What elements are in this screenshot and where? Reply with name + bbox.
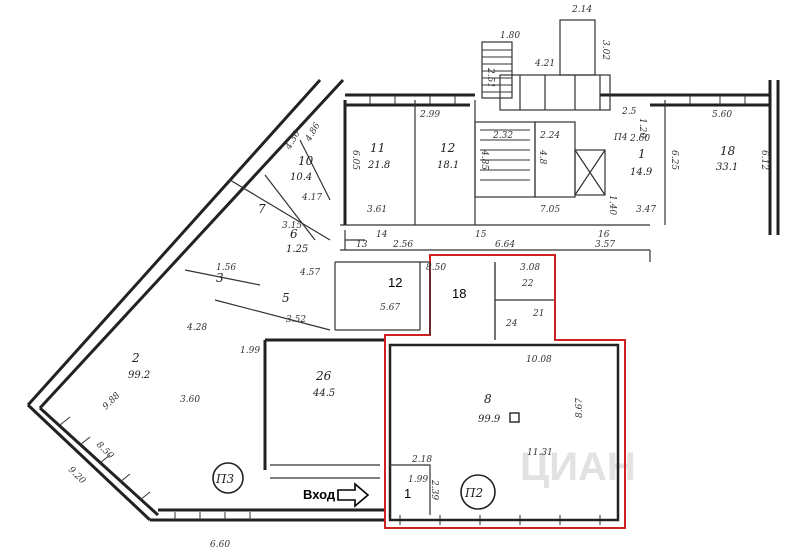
dim-label: 9.20 [66,465,87,486]
dim-label: 11.31 [527,448,553,458]
dim-label: 1.99 [408,475,428,485]
room-1-top-number: 1 [638,147,646,161]
dim-label: 1.80 [500,31,520,41]
room-18-top-area: 33.1 [716,162,738,173]
dim-label: 6.12 [759,150,769,170]
room-18-top-number: 18 [720,144,736,158]
room-1-number: 1 [404,486,411,501]
dim-label: 4.21 [534,59,555,69]
dim-label: 4.86 [303,121,322,144]
room-5-number: 5 [282,291,290,305]
dim-label: 6.60 [210,540,230,550]
dim-label: 3.61 [367,205,387,215]
room-8-area: 99.9 [478,414,501,425]
dim-label: 4.8 [537,149,547,165]
room-16-number: 16 [598,230,610,240]
dim-label: 2.99 [419,110,440,120]
watermark-text: ЦИАН [520,445,636,489]
dim-label: 2.60 [629,134,650,144]
dim-label: 9.88 [101,391,122,412]
room-11-number: 11 [370,141,385,155]
entrance-label: Вход [303,487,336,502]
room-12-top-area: 18.1 [437,160,459,171]
room-22-number: 22 [521,279,534,289]
dim-label: 3.08 [520,263,540,273]
marker-p2-label: П2 [464,486,483,500]
room-10-number: 10 [298,154,314,168]
room-3-number: 3 [216,271,224,285]
marker-p4-label: П4 [613,133,628,143]
marker-p3: П3 [212,462,244,494]
room-21-number: 21 [532,309,544,319]
dim-label: 2.39 [429,479,439,500]
room-6-area: 1.25 [286,244,308,255]
room-26-number: 26 [315,369,332,383]
room-26-area: 44.5 [312,388,335,399]
dim-label: 2.32 [492,131,513,141]
dim-label: 4.57 [299,268,320,278]
stair-block [474,19,611,198]
dim-label: 4.28 [186,323,207,333]
dim-label: 2.14 [571,5,592,15]
marker-p3-label: П3 [215,472,234,486]
room-7-number: 7 [258,202,266,216]
room-14-number: 14 [376,230,388,240]
dim-label: 5.60 [712,110,732,120]
room-6-number: 6 [290,227,298,241]
entrance-arrow [337,482,370,508]
exterior-walls [26,78,780,522]
room-1-top-area: 14.9 [630,167,653,178]
dim-label: 4.17 [301,193,322,203]
room-2-number: 2 [131,351,140,365]
dim-label: 8.67 [575,398,585,418]
room-12-number: 12 [388,275,402,290]
dim-label: 4.85 [479,149,489,170]
highlight-area [384,254,626,529]
room-8-number: 8 [484,392,492,406]
dim-label: 2.24 [539,131,560,141]
room-11-area: 21.8 [367,160,390,171]
dim-label: 1.20 [637,118,647,138]
dim-label: 8.50 [426,263,446,273]
dim-label: 2.18 [411,455,432,465]
room-24-number: 24 [505,319,518,329]
dim-label: 6.25 [669,150,679,170]
dim-label: 2.5 [621,107,637,117]
dim-label: 2.56 [392,240,413,250]
dim-label: 3.60 [180,395,200,405]
dim-label: 3.15 [282,221,302,231]
dim-label: 5.67 [380,303,400,313]
room-13-number: 13 [356,240,368,250]
room-2-area: 99.2 [128,370,150,381]
marker-p2: П2 [460,474,496,510]
dim-label: 10.08 [526,355,552,365]
dim-label: 1.40 [607,195,617,215]
room-15-number: 15 [475,230,487,240]
dim-label: 2.51 [485,67,495,88]
dim-label: 3.57 [595,240,615,250]
dim-label: 7.05 [540,205,560,215]
room-12-top-number: 12 [440,141,455,155]
dim-label: 6.05 [350,150,360,170]
dim-label: 1.99 [240,346,260,356]
column-marker [509,412,520,423]
dim-label: 6.64 [495,240,515,250]
dim-label: 3.02 [600,40,610,60]
dim-label: 3.52 [286,315,306,325]
dim-label: 3.47 [636,205,656,215]
dim-label: 1.56 [216,263,236,273]
room-18-number: 18 [452,286,466,301]
room-10-area: 10.4 [290,172,312,183]
